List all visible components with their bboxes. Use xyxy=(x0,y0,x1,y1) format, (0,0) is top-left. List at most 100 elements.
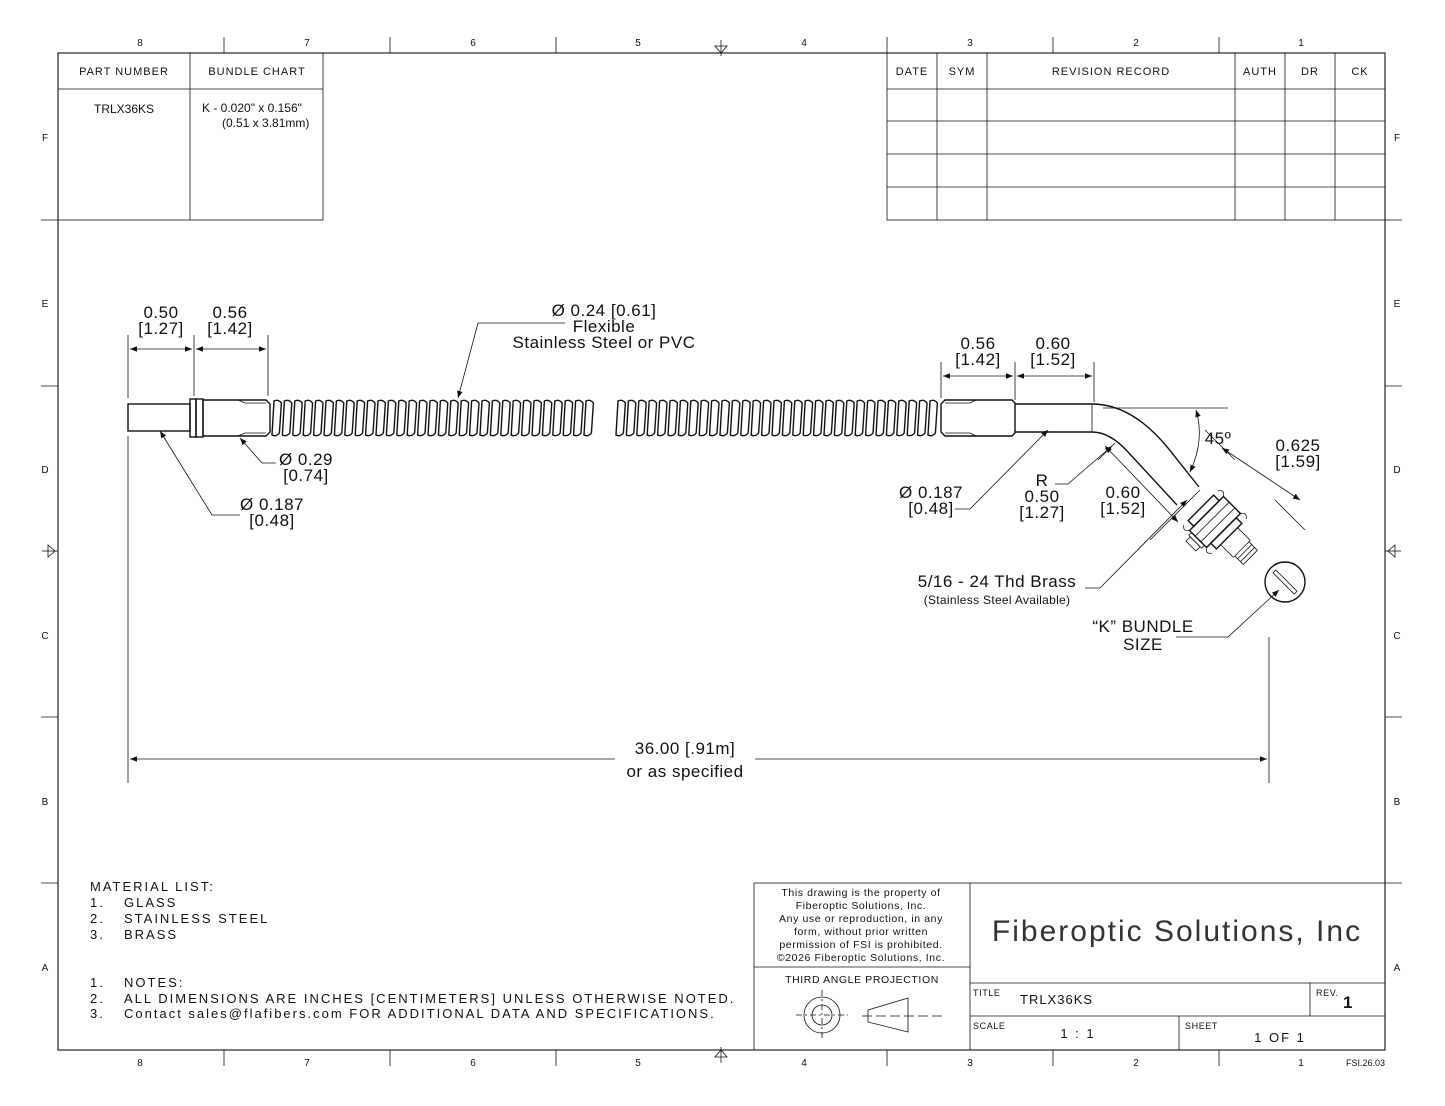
zone-row-b: B xyxy=(1394,797,1401,808)
tubing-coil xyxy=(572,399,584,437)
tubing-coil xyxy=(698,399,710,437)
revision-table: DATE SYM REVISION RECORD AUTH DR CK xyxy=(886,52,1386,221)
tubing-coil xyxy=(636,399,647,437)
tubing-coil xyxy=(437,399,449,437)
tubing-coil xyxy=(844,399,855,437)
tubing-coil xyxy=(333,399,345,437)
dim-thread-width: 0.625 xyxy=(1275,436,1320,455)
title-value: TRLX36KS xyxy=(1020,992,1093,1007)
centering-mark-top xyxy=(714,40,728,56)
tubing-coil xyxy=(625,399,637,437)
tubing-coil xyxy=(792,399,803,437)
flexible-tubing-right xyxy=(615,399,939,437)
zone-row-d: D xyxy=(1393,465,1400,476)
rev-header-auth: AUTH xyxy=(1243,66,1277,78)
zone-row-a: A xyxy=(1394,963,1401,974)
dim-ferrule-length: 0.50 xyxy=(143,303,178,322)
dimension-lines xyxy=(127,322,1306,783)
tubing-coil xyxy=(375,399,387,437)
zone-col-1: 1 xyxy=(1298,1058,1304,1069)
tubing-coil xyxy=(615,399,627,437)
rev-label: REV. xyxy=(1316,988,1339,998)
tubing-coil xyxy=(916,399,928,437)
dim-thread-width-cm: [1.59] xyxy=(1275,452,1321,471)
tubing-coil xyxy=(541,399,553,437)
tubing-coil xyxy=(719,399,731,437)
material-num-2: 2. xyxy=(90,911,105,926)
zone-col-4: 4 xyxy=(801,1058,807,1069)
dim-right-ferrule: 0.60 xyxy=(1035,334,1070,353)
tubing-coil xyxy=(927,399,939,437)
tubing-coil xyxy=(458,399,470,437)
tubing-coil xyxy=(781,399,793,437)
dim-sleeve-diameter-cm: [0.74] xyxy=(283,466,329,485)
note-num-3: 3. xyxy=(90,1006,105,1021)
dim-diagonal: 0.60 xyxy=(1105,483,1140,502)
part-table: PART NUMBER BUNDLE CHART TRLX36KS K - 0.… xyxy=(57,52,324,221)
tubing-coil xyxy=(823,399,835,437)
material-num-3: 3. xyxy=(90,927,105,942)
thread-label: 5/16 - 24 Thd Brass xyxy=(918,572,1077,591)
material-list: MATERIAL LIST: 1. GLASS 2. STAINLESS STE… xyxy=(90,879,267,942)
tubing-coil xyxy=(323,399,335,437)
bundle-size-label-2: SIZE xyxy=(1123,635,1163,654)
tubing-coil xyxy=(385,399,397,437)
material-item-1: GLASS xyxy=(124,895,177,910)
centering-mark-left xyxy=(42,544,58,558)
rev-header-dr: DR xyxy=(1301,66,1319,78)
zone-labels-right: F E D C B A xyxy=(1393,133,1400,974)
tubing-coil xyxy=(448,399,459,437)
drawing-border xyxy=(41,37,1402,1066)
zone-row-c: C xyxy=(41,631,48,642)
note-text-3: Contact sales@flafibers.com FOR ADDITION… xyxy=(124,1006,716,1021)
property-line-4: form, without prior written xyxy=(794,926,928,938)
ferrule-tip xyxy=(127,403,191,432)
zone-row-d: D xyxy=(41,465,48,476)
dim-bend-angle: 45º xyxy=(1205,429,1232,448)
flexible-tubing-left xyxy=(271,399,595,437)
tubing-coil xyxy=(427,399,439,437)
tubing-coil xyxy=(468,399,480,437)
material-num-1: 1. xyxy=(90,895,105,910)
tube-flexible-label: Flexible xyxy=(573,317,636,336)
tubing-coil xyxy=(271,399,283,437)
zone-row-f: F xyxy=(1394,133,1400,144)
part-number-header: PART NUMBER xyxy=(79,66,169,78)
zone-col-7: 7 xyxy=(304,38,310,49)
material-list-title: MATERIAL LIST: xyxy=(90,879,215,894)
tubing-coil xyxy=(583,399,595,437)
zone-col-2: 2 xyxy=(1133,1058,1139,1069)
tubing-coil xyxy=(667,399,679,437)
tubing-coil xyxy=(802,399,814,437)
dim-right-sleeve: 0.56 xyxy=(960,334,995,353)
dim-radius-label: R xyxy=(1036,471,1049,490)
zone-labels-top: 8 7 6 5 4 3 2 1 xyxy=(137,38,1304,49)
tubing-coil xyxy=(833,399,845,437)
notes: 1. NOTES: 2. ALL DIMENSIONS ARE INCHES [… xyxy=(90,975,733,1021)
tubing-coil xyxy=(489,399,501,437)
tubing-coil xyxy=(312,399,324,437)
overall-length-note: or as specified xyxy=(626,762,743,781)
zone-row-b: B xyxy=(42,797,49,808)
tubing-coil xyxy=(552,399,563,437)
tubing-coil xyxy=(906,399,918,437)
crimp-sleeve-right xyxy=(940,399,1016,437)
threaded-fitting xyxy=(1183,490,1258,565)
zone-labels-bottom: 8 7 6 5 4 3 2 1 xyxy=(137,1058,1304,1069)
tubing-coil xyxy=(864,399,876,437)
bundle-size-line1: K - 0.020" x 0.156" xyxy=(202,101,302,115)
company-name: Fiberoptic Solutions, Inc xyxy=(992,915,1362,948)
property-line-5: permission of FSI is prohibited. xyxy=(779,939,942,951)
tubing-coil xyxy=(812,399,824,437)
thread-sub-label: (Stainless Steel Available) xyxy=(924,593,1071,607)
tubing-coil xyxy=(771,399,783,437)
zone-col-1: 1 xyxy=(1298,38,1304,49)
tubing-coil xyxy=(750,399,762,437)
zone-col-8: 8 xyxy=(137,1058,143,1069)
tubing-coil xyxy=(729,399,741,437)
tubing-coil xyxy=(416,399,428,437)
overall-length: 36.00 [.91m] xyxy=(635,739,736,758)
scale-label: SCALE xyxy=(973,1021,1006,1031)
bent-ferrule-top xyxy=(1015,403,1200,488)
